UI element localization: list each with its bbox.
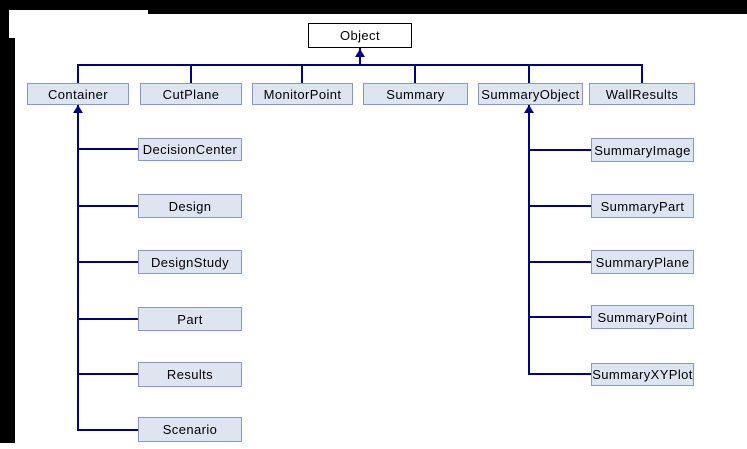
class-box-designstudy[interactable]: DesignStudy — [138, 250, 242, 274]
class-box-object: Object — [308, 23, 412, 48]
screen-edge-left-lower — [0, 38, 15, 443]
class-box-results[interactable]: Results — [138, 362, 242, 387]
connector-line-branch-part — [79, 318, 138, 320]
connector-line-branch-summaryxyplot — [530, 373, 591, 375]
connector-line-container-spine — [77, 105, 79, 431]
class-box-monitorpoint[interactable]: MonitorPoint — [252, 83, 353, 105]
class-box-summaryxyplot[interactable]: SummaryXYPlot — [591, 363, 694, 386]
connector-line-summaryobject-spine — [528, 105, 530, 375]
screen-edge-left-upper — [0, 10, 9, 38]
connector-line-stub-wallresults — [641, 64, 643, 83]
class-box-decisioncenter[interactable]: DecisionCenter — [138, 138, 242, 161]
connector-line-branch-summarypart — [530, 205, 591, 207]
connector-line-branch-scenario — [79, 429, 138, 431]
class-box-part[interactable]: Part — [138, 307, 242, 331]
class-box-container[interactable]: Container — [27, 83, 129, 105]
class-box-design[interactable]: Design — [138, 194, 242, 218]
connector-line-stub-cutplane — [190, 64, 192, 83]
connector-line-trunk — [77, 64, 643, 66]
connector-line-branch-summarypoint — [530, 316, 591, 318]
class-box-summarypoint[interactable]: SummaryPoint — [591, 305, 694, 329]
arrow-to-object-icon — [355, 49, 365, 57]
connector-line-stub-container — [77, 64, 79, 83]
class-box-summaryplane[interactable]: SummaryPlane — [591, 250, 694, 274]
class-box-cutplane[interactable]: CutPlane — [140, 83, 242, 105]
connector-line-branch-decisioncenter — [79, 148, 138, 150]
connector-line-stub-summaryobject — [528, 64, 530, 83]
connector-line-branch-designstudy — [79, 261, 138, 263]
class-box-summarypart[interactable]: SummaryPart — [591, 194, 694, 218]
class-box-scenario[interactable]: Scenario — [138, 417, 242, 442]
connector-line-branch-results — [79, 373, 138, 375]
connector-line-branch-design — [79, 205, 138, 207]
arrow-to-summaryobject-icon — [524, 105, 534, 113]
screen-edge-top-left — [0, 0, 148, 10]
connector-line-stub-summary — [414, 64, 416, 83]
connector-line-stub-monitorpoint — [301, 64, 303, 83]
connector-line-branch-summaryplane — [530, 261, 591, 263]
class-box-summaryobject[interactable]: SummaryObject — [478, 83, 583, 105]
class-box-wallresults[interactable]: WallResults — [589, 83, 695, 105]
class-box-summary[interactable]: Summary — [363, 83, 468, 105]
connector-line-branch-summaryimage — [530, 149, 591, 151]
arrow-to-container-icon — [73, 105, 83, 113]
screen-edge-top-right — [148, 0, 747, 14]
class-box-summaryimage[interactable]: SummaryImage — [591, 138, 694, 162]
